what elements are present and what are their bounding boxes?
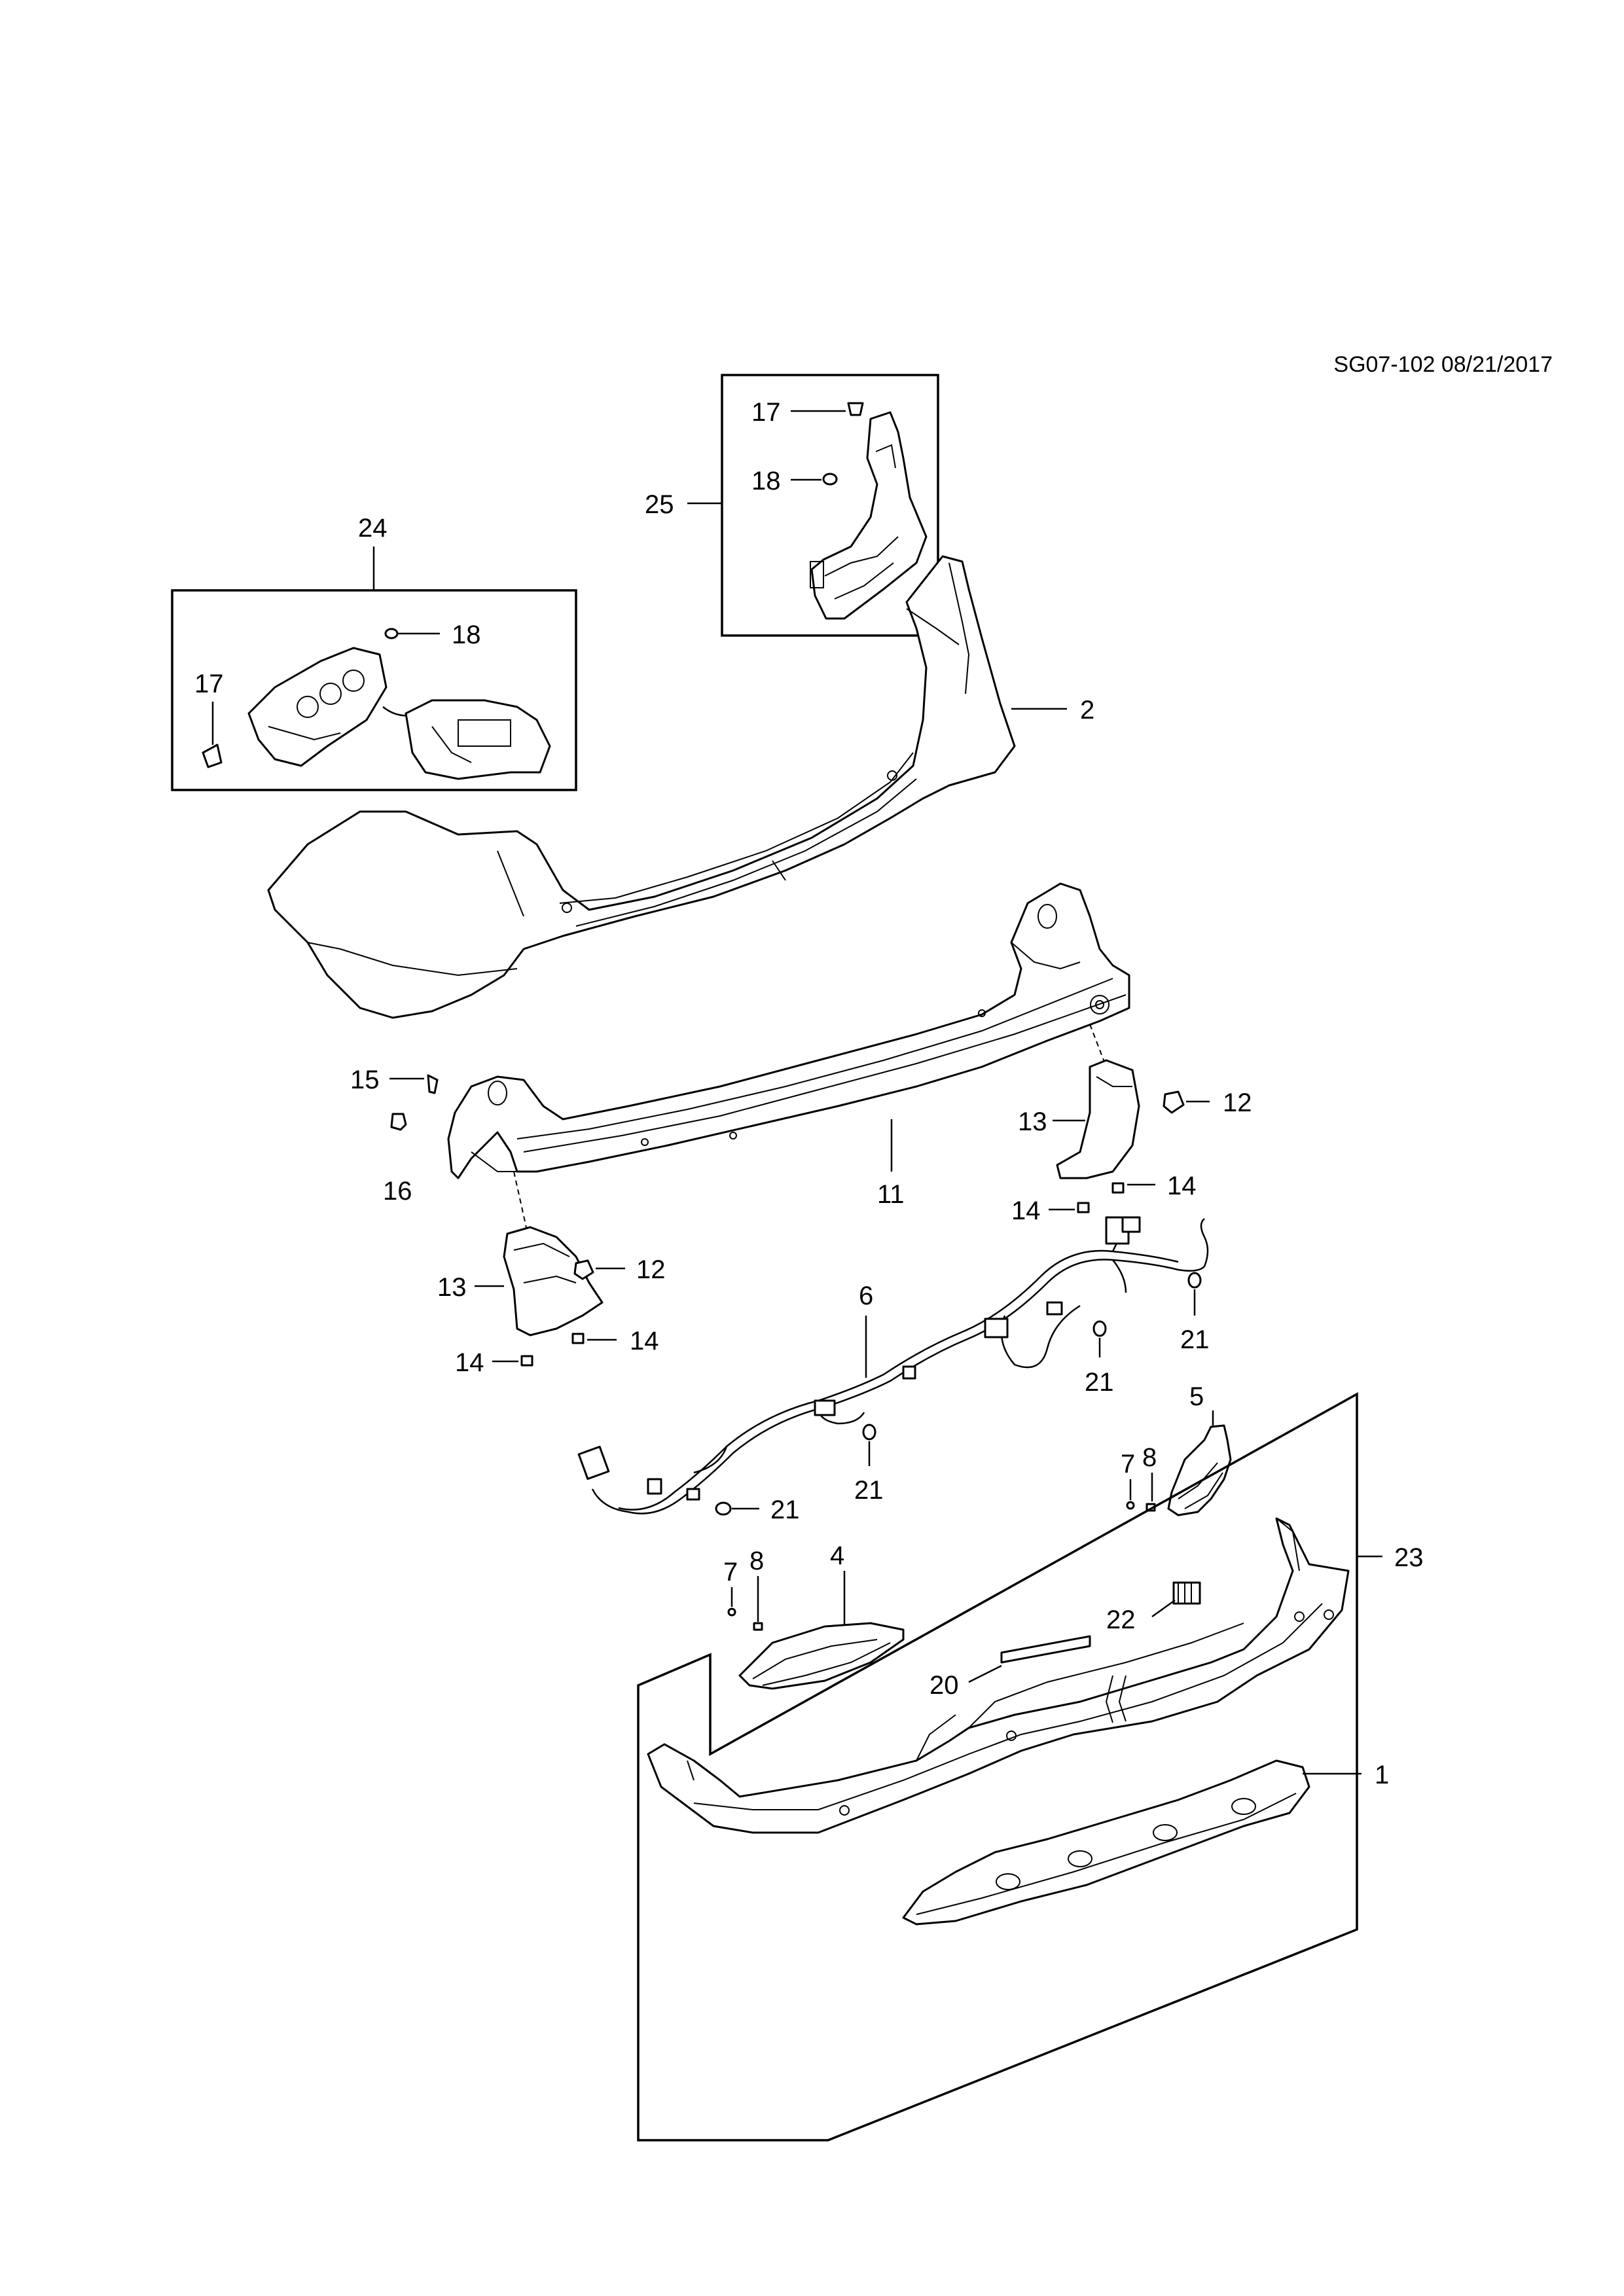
skid-plate [902,1759,1310,1926]
bracket-13-left [503,1226,604,1336]
lower-bumper-fascia [647,1517,1350,1834]
assembly-line-left [513,1171,528,1231]
callout-2: 2 [1080,696,1094,725]
screw-15 [427,1074,439,1094]
nut-18-top [822,473,838,486]
screw-14-left-b [520,1355,533,1367]
callout-14-right-b: 14 [1011,1196,1041,1225]
callout-21-d: 21 [770,1496,800,1524]
bracket-part-25 [810,411,928,620]
callout-18-top: 18 [751,467,781,495]
grommet-21-c [862,1424,876,1441]
callout-18-left: 18 [452,620,481,649]
callout-7-left: 7 [723,1558,738,1587]
reflector-left [738,1622,905,1690]
callout-22: 22 [1106,1605,1136,1634]
callout-21-b: 21 [1085,1368,1114,1397]
document-id: SG07-102 08/21/2017 [1333,352,1553,377]
nut-18-left [384,628,399,639]
callout-12-left: 12 [636,1255,666,1284]
harness-connectors [577,1216,1141,1501]
bracket-part-24-right [405,699,551,780]
reflector-right [1167,1424,1232,1516]
callout-1: 1 [1375,1761,1389,1789]
box-23: 23 [637,1392,1424,2142]
upper-bumper-fascia [267,555,1016,1019]
callout-8-right: 8 [1142,1443,1157,1472]
callout-15: 15 [350,1066,380,1094]
bolt-12-left [573,1259,594,1280]
callout-21-a: 21 [1180,1325,1210,1354]
bracket-13-right [1056,1059,1140,1179]
callout-11: 11 [877,1180,905,1209]
callout-17-left: 17 [194,670,224,698]
callout-8-left: 8 [749,1547,764,1575]
clip-17-top [847,402,864,416]
callout-14-left-a: 14 [630,1327,659,1355]
grommet-21-b [1092,1320,1107,1337]
impact-bar [447,882,1130,1179]
callout-20: 20 [929,1671,959,1700]
clip-8-left [753,1622,763,1631]
callout-4: 4 [830,1541,844,1570]
screw-14-right-a [1111,1182,1125,1194]
callout-13-right: 13 [1018,1107,1047,1136]
bolt-12-right [1163,1090,1185,1114]
box-25: 25 17 18 [645,374,939,637]
callout-6: 6 [859,1282,873,1310]
callout-21-c: 21 [854,1476,884,1505]
callout-13-left: 13 [437,1273,467,1302]
screw-7-left [727,1607,736,1617]
sensor-22 [1172,1581,1201,1605]
callout-16: 16 [383,1177,412,1206]
callout-17-top: 17 [751,398,781,427]
grommet-21-d [715,1501,732,1516]
box-24: 24 18 17 [171,514,577,791]
grommet-21-a [1187,1272,1202,1289]
clip-17-left [202,744,223,768]
screw-14-left-a [571,1333,585,1344]
callout-5: 5 [1189,1382,1204,1411]
callout-7-right: 7 [1121,1450,1135,1479]
callout-24: 24 [358,514,388,543]
callout-23: 23 [1394,1543,1424,1572]
callout-14-right-a: 14 [1167,1172,1197,1200]
screw-14-right-b [1077,1202,1090,1213]
strip-20 [1000,1635,1091,1664]
screw-7-right [1126,1501,1135,1510]
callout-14-left-b: 14 [455,1348,484,1377]
nut-16 [390,1113,407,1131]
callout-12-right: 12 [1223,1088,1252,1117]
bracket-part-24-left [247,647,388,767]
wiring-harness [591,1218,1209,1515]
assembly-line-right [1089,1024,1107,1067]
callout-25: 25 [645,490,674,519]
